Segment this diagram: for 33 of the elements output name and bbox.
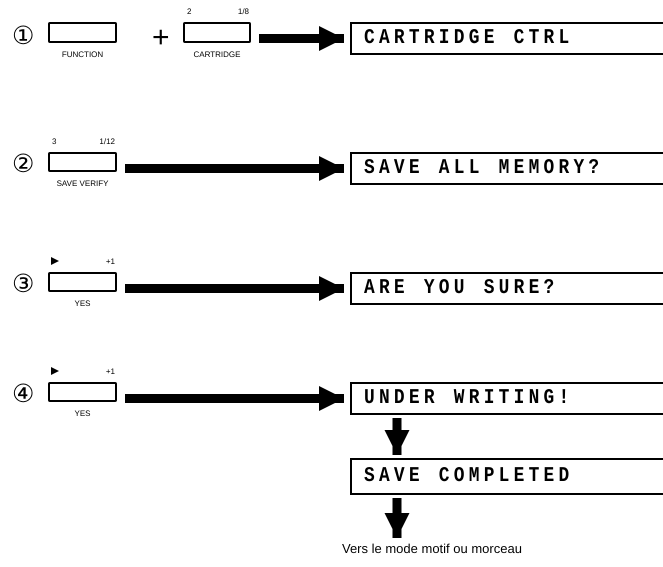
result-text: Vers le mode motif ou morceau [342,541,660,557]
arrow [384,418,410,455]
key-number: 2 [187,8,192,16]
arrow [384,498,410,538]
display-text: ARE YOU SURE? [364,277,558,300]
arrow [125,156,344,182]
key-number: 3 [52,138,56,146]
display-text: SAVE COMPLETED [364,465,574,488]
lcd-display [350,382,663,415]
step-number: ③ [12,272,34,297]
key-label: YES [74,410,90,418]
key-label: YES [74,300,90,308]
step-number: ① [12,24,34,49]
display-text: SAVE ALL MEMORY? [364,157,604,180]
key-label: CARTRIDGE [194,51,240,59]
key-label: SAVE VERIFY [56,180,108,188]
lcd-display [350,22,663,55]
key-value: 1/8 [238,8,249,16]
step-number: ② [12,152,34,177]
lcd-display [350,458,663,495]
display-text: CARTRIDGE CTRL [364,27,574,50]
lcd-display [350,272,663,305]
plus-sign: + [152,23,170,53]
key-value: +1 [106,368,115,376]
arrow [125,276,344,302]
step-number: ④ [12,382,34,407]
lcd-display [350,152,663,185]
key-value: +1 [106,258,115,266]
arrow [125,386,344,412]
key-label: FUNCTION [62,51,104,59]
arrow [259,26,344,52]
key-value: 1/12 [99,138,115,146]
display-text: UNDER WRITING! [364,387,574,410]
